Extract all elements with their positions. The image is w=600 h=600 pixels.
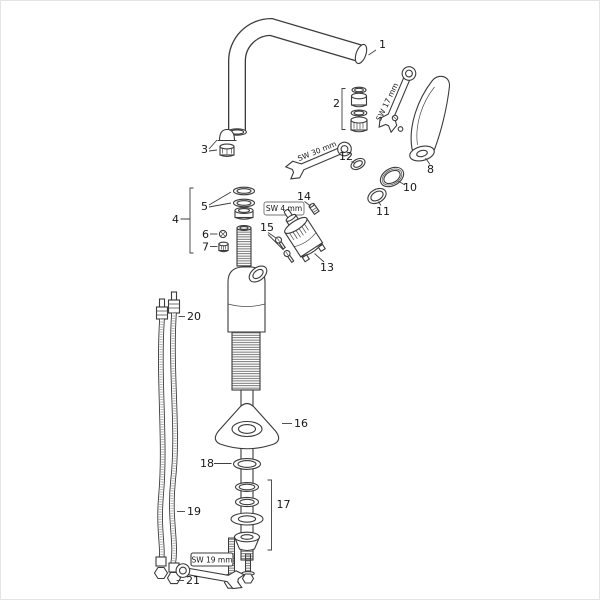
supply-hose-left <box>153 298 169 580</box>
part-label-16: 16 <box>294 417 308 430</box>
plug-7 <box>218 241 229 253</box>
part-label-17: 17 <box>277 498 291 511</box>
part-label-2: 2 <box>333 97 340 110</box>
faucet-body <box>227 225 268 561</box>
part-label-4: 4 <box>172 213 179 226</box>
screw-6 <box>218 229 228 239</box>
seal-ring-11 <box>367 187 387 205</box>
part-label-14: 14 <box>297 190 311 203</box>
part-label-15: 15 <box>260 221 274 234</box>
part-label-13: 13 <box>320 261 334 274</box>
cartridge <box>283 208 326 263</box>
part-labels: 1 2 3 4 5 6 7 8 10 11 12 13 14 15 16 17 <box>172 38 434 587</box>
escutcheon <box>214 402 280 450</box>
seal-ring-18 <box>232 458 262 470</box>
part-label-7: 7 <box>202 241 209 254</box>
handle <box>409 75 451 162</box>
part-label-1: 1 <box>379 38 386 51</box>
spout-retaining-parts <box>217 128 237 158</box>
part-label-19: 19 <box>187 505 201 518</box>
mounting-washer-set <box>230 482 264 552</box>
cartridge-screws-15 <box>274 236 295 264</box>
part-label-21: 21 <box>186 574 200 587</box>
washer-set <box>232 186 256 220</box>
part-label-12: 12 <box>339 150 353 163</box>
part-label-18: 18 <box>200 457 214 470</box>
part-label-6: 6 <box>202 228 209 241</box>
wrench-19-label-box <box>190 552 234 567</box>
supply-hose-right <box>166 291 182 585</box>
grooved-ring-10 <box>379 166 405 188</box>
o-ring-12 <box>350 157 366 171</box>
spout <box>227 17 368 136</box>
wrench-19-size-label: SW 19 mm <box>191 556 232 565</box>
aerator-parts <box>350 86 368 133</box>
part-label-10: 10 <box>403 181 417 194</box>
part-label-3: 3 <box>201 143 208 156</box>
allen-4-size-label: SW 4 mm <box>266 204 302 213</box>
handle-screw-set <box>391 114 404 132</box>
part-label-20: 20 <box>187 310 201 323</box>
part-label-11: 11 <box>376 205 390 218</box>
grub-screw-14 <box>308 202 320 216</box>
part-label-8: 8 <box>427 163 434 176</box>
allen-4-label-box <box>263 201 305 216</box>
part-label-5: 5 <box>201 200 208 213</box>
